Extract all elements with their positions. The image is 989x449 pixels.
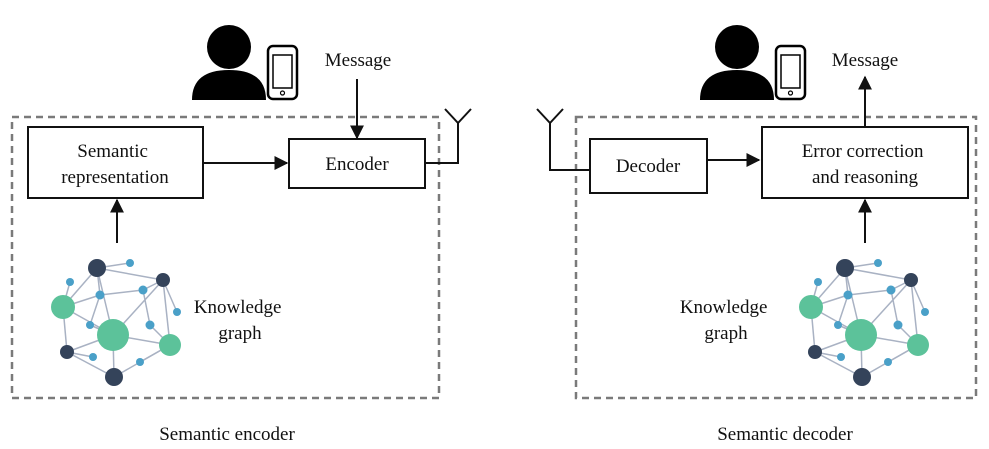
- encoder-dashed-frame: [10, 115, 441, 400]
- receiver-person-icon: [700, 25, 774, 100]
- transmit-antenna-icon: [444, 108, 472, 124]
- sender-smartphone-icon: [266, 44, 299, 101]
- decoder-caption: Semantic decoder: [717, 424, 853, 445]
- encoder-box: [288, 138, 426, 189]
- decoder-box: [589, 138, 708, 194]
- encoder-message-label: Message: [325, 50, 391, 71]
- encoder-box-text: Encoder: [325, 154, 389, 175]
- encoder-kg-label: Knowledge graph: [194, 297, 286, 344]
- sender-person-icon: [192, 25, 266, 100]
- receive-antenna-icon: [536, 108, 564, 124]
- error-correction-text: Error correction and reasoning: [802, 141, 929, 188]
- encoder-output-line: [425, 123, 459, 164]
- decoder-box-text: Decoder: [616, 156, 681, 177]
- decoder-knowledge-graph-icon: [799, 259, 929, 386]
- decoder-dashed-frame: [574, 115, 978, 400]
- error-correction-box: [761, 126, 969, 199]
- decoder-message-label: Message: [832, 50, 898, 71]
- receiver-smartphone-icon: [774, 44, 807, 101]
- encoder-caption: Semantic encoder: [159, 424, 295, 445]
- encoder-knowledge-graph-icon: [51, 259, 181, 386]
- decoder-input-line: [549, 123, 590, 171]
- semantic-representation-text: Semantic representation: [61, 141, 169, 188]
- semantic-representation-box: [27, 126, 204, 199]
- decoder-kg-label: Knowledge graph: [680, 297, 772, 344]
